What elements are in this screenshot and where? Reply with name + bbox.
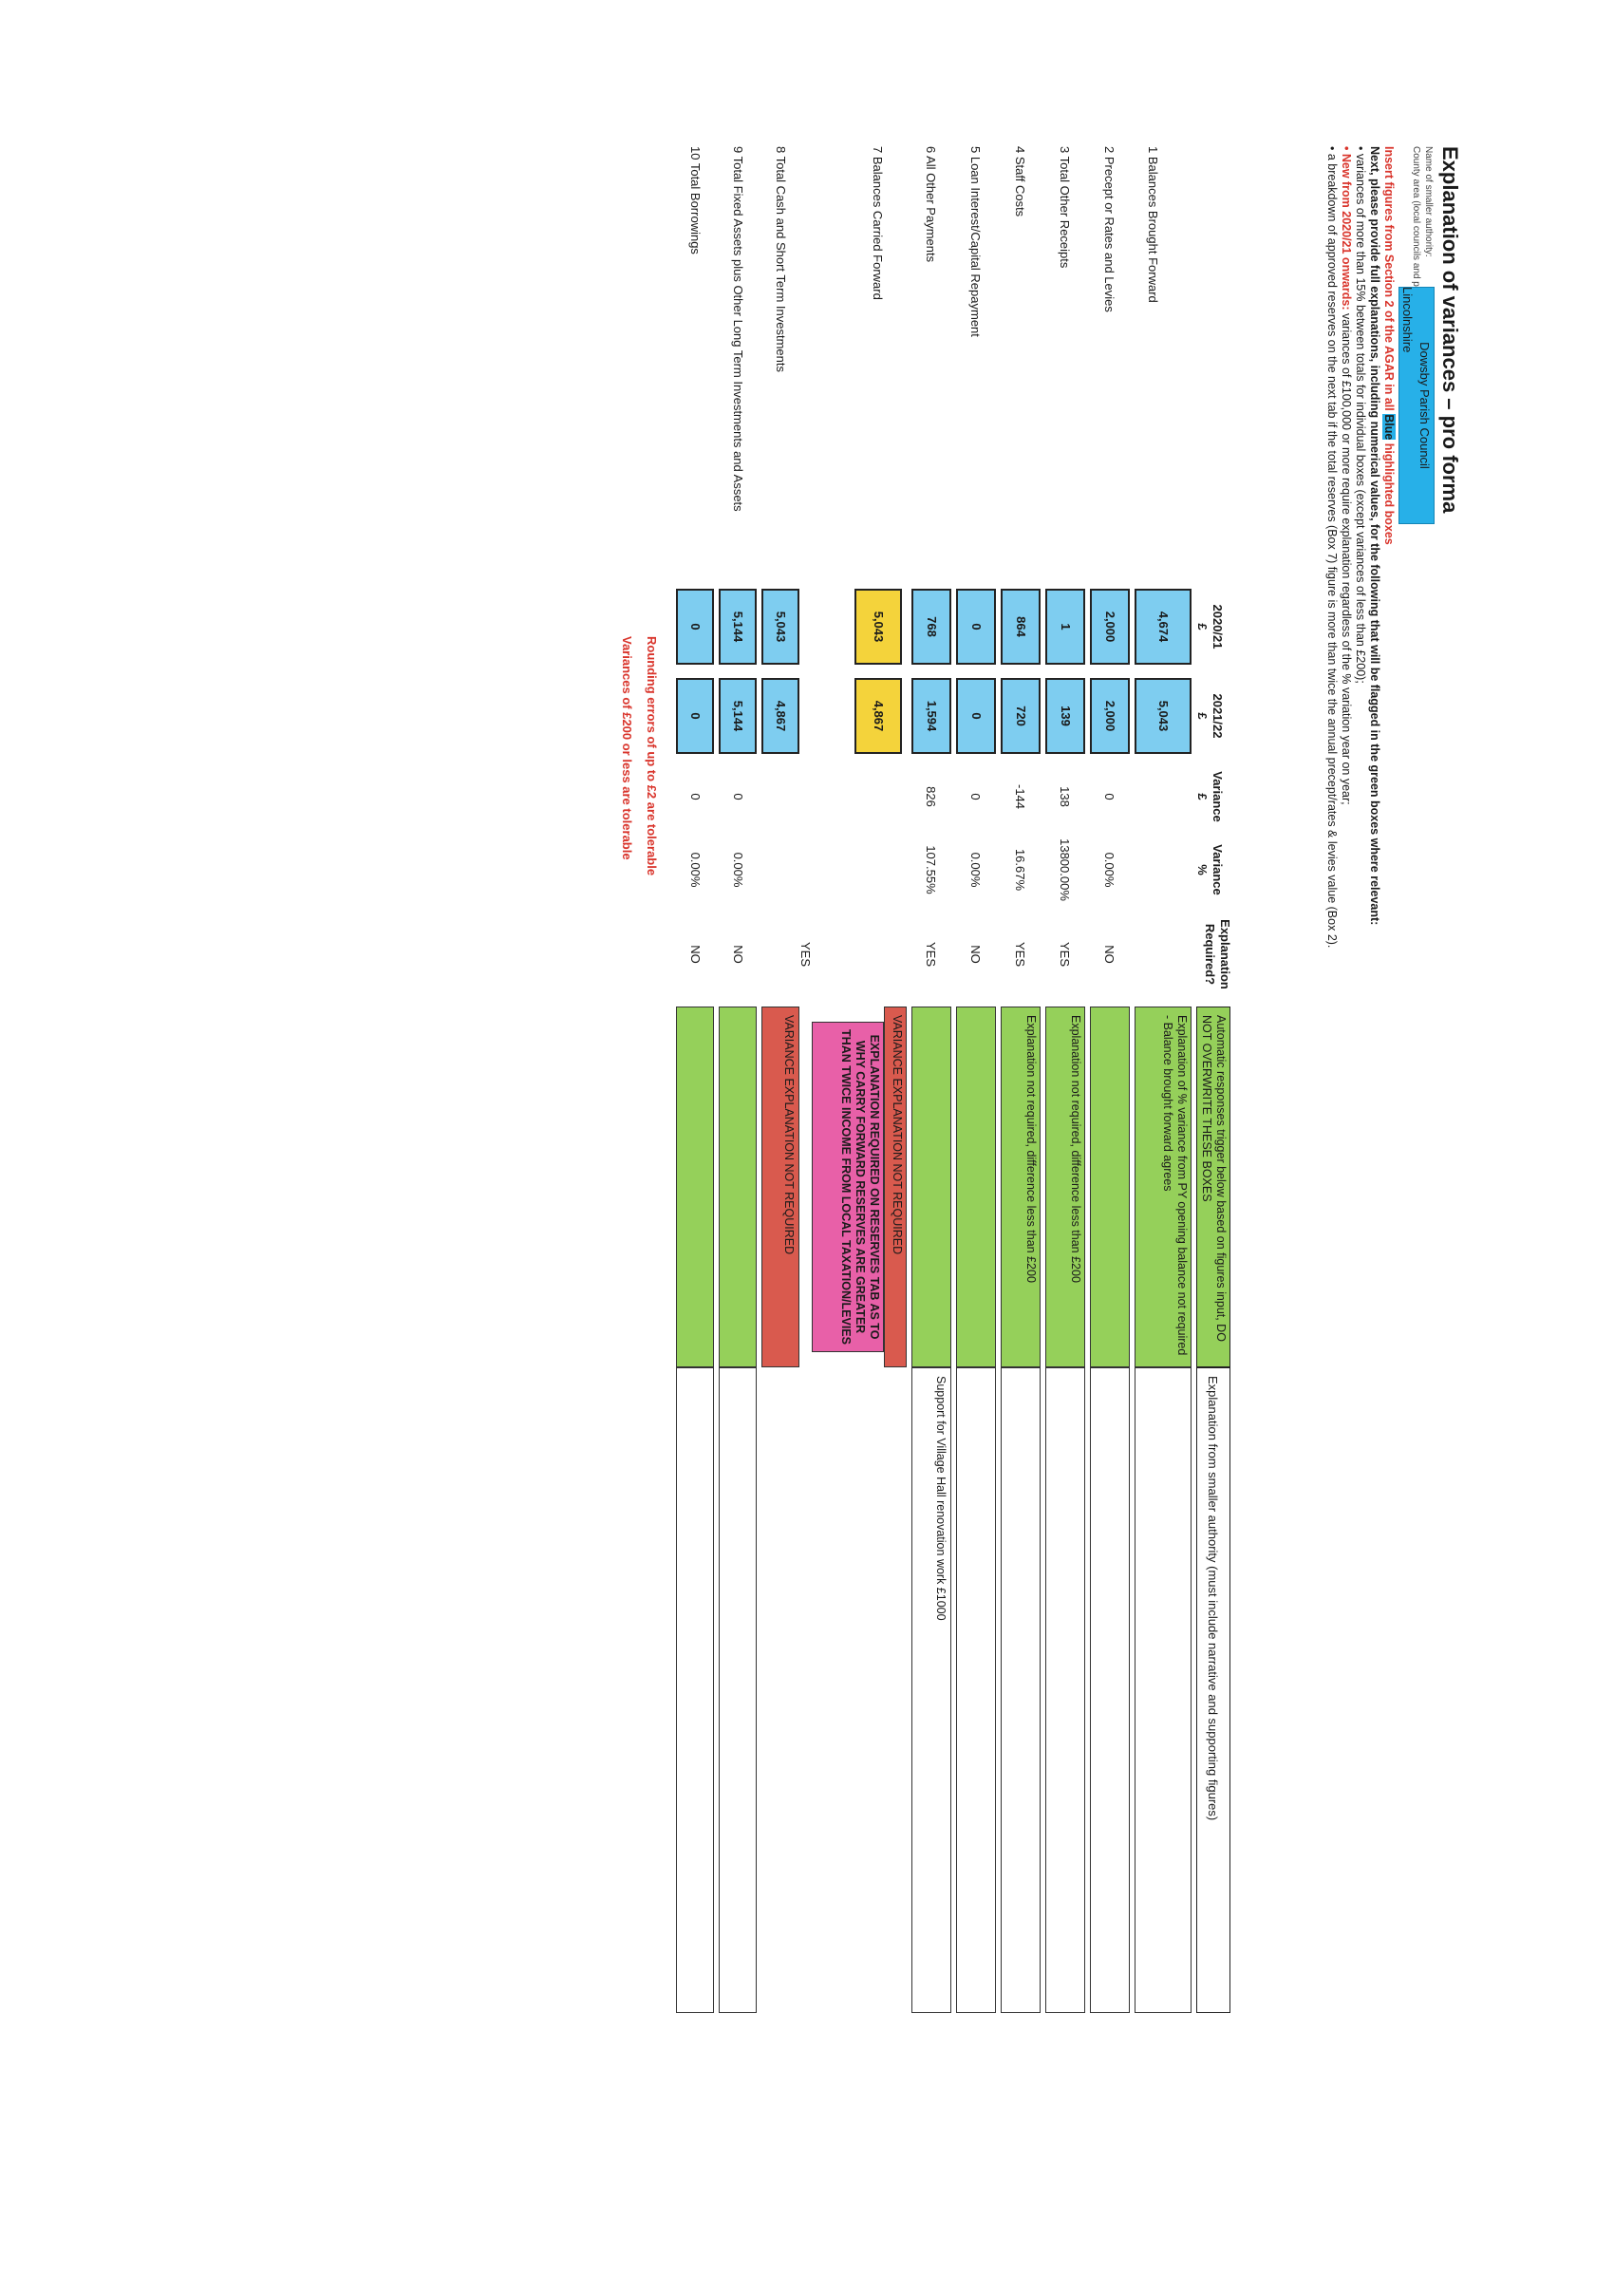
input-2021-22-row10[interactable]: 0: [676, 678, 714, 754]
instr-line1-prefix: Insert figures from Section 2 of the AGA…: [1382, 146, 1396, 415]
input-2021-22-row5[interactable]: 0: [956, 678, 996, 754]
variance-gbp-row3: 138: [1058, 786, 1072, 807]
header-automatic-responses: Automatic responses trigger below based …: [1196, 1007, 1230, 1367]
instr-bullet3: • a breakdown of approved reserves on th…: [1325, 146, 1339, 949]
auto-response-row3: Explanation not required, difference les…: [1045, 1007, 1085, 1367]
footer-variance-note: Variances of £200 or less are tolerable: [620, 636, 634, 860]
instr-line1-blue: Blue: [1382, 414, 1396, 441]
variance-pct-row5: 0.00%: [968, 852, 983, 888]
row-label-3: 3 Total Other Receipts: [1058, 146, 1072, 269]
instr-bullet2-rest: variances of £100,000 or more require ex…: [1340, 310, 1353, 805]
input-2020-21-row3[interactable]: 1: [1045, 589, 1085, 665]
explanation-field-row6[interactable]: Support for Village Hall renovation work…: [911, 1367, 951, 2013]
input-2020-21-row6[interactable]: 768: [911, 589, 951, 665]
value-2021-22-row7: 4,867: [854, 678, 902, 754]
header-2021-22: 2021/22£: [1195, 693, 1225, 739]
input-2020-21-row1[interactable]: 4,674: [1135, 589, 1192, 665]
variance-gbp-row4: -144: [1013, 783, 1027, 810]
explanation-required-row4: YES: [1013, 941, 1027, 967]
explanation-field-row3[interactable]: [1045, 1367, 1085, 2013]
auto-response-row5: [956, 1007, 996, 1367]
name-label: Name of smaller authority:: [1423, 146, 1434, 257]
header-variance-gbp: Variance£: [1195, 771, 1225, 822]
variance-gbp-row9: 0: [731, 793, 745, 800]
explanation-field-row5[interactable]: [956, 1367, 996, 2013]
input-2021-22-row6[interactable]: 1,594: [911, 678, 951, 754]
explanation-required-row6: YES: [924, 941, 938, 967]
explanation-required-row5: NO: [968, 945, 983, 964]
variance-gbp-row5: 0: [968, 793, 983, 800]
explanation-required-row2: NO: [1102, 945, 1117, 964]
row-label-4: 4 Staff Costs: [1013, 146, 1027, 217]
input-2020-21-row2[interactable]: 2,000: [1090, 589, 1130, 665]
input-2021-22-row9[interactable]: 5,144: [719, 678, 757, 754]
header-variance-pct: Variance%: [1195, 844, 1225, 895]
input-2021-22-row1[interactable]: 5,043: [1135, 678, 1192, 754]
explanation-required-row10: NO: [688, 945, 703, 964]
instr-line1-suffix: highlighted boxes: [1382, 440, 1396, 545]
page-title: Explanation of variances – pro forma: [1438, 146, 1462, 514]
instr-line2: Next, please provide full explanations, …: [1368, 146, 1381, 926]
input-2021-22-row3[interactable]: 139: [1045, 678, 1085, 754]
value-2020-21-row7: 5,043: [854, 589, 902, 665]
row-label-10: 10 Total Borrowings: [688, 146, 703, 254]
variance-pct-row4: 16.67%: [1013, 848, 1027, 892]
input-2020-21-row8[interactable]: 5,043: [761, 589, 799, 665]
explanation-field-row2[interactable]: [1090, 1367, 1130, 2013]
row-label-6: 6 All Other Payments: [924, 146, 938, 263]
county-value: Lincolnshire: [1400, 287, 1415, 353]
explanation-field-row4[interactable]: [1001, 1367, 1041, 2013]
form-sheet: Explanation of variances – pro forma Nam…: [0, 76, 1481, 2296]
auto-response-row2: [1090, 1007, 1130, 1367]
row-label-8: 8 Total Cash and Short Term Investments: [774, 146, 788, 372]
input-2020-21-row4[interactable]: 864: [1001, 589, 1041, 665]
input-2021-22-row8[interactable]: 4,867: [761, 678, 799, 754]
auto-response-row1: Explanation of % variance from PY openin…: [1135, 1007, 1192, 1367]
explanation-field-row9[interactable]: [719, 1367, 757, 2013]
instr-bullet2-red: • New from 2020/21 onwards:: [1340, 146, 1353, 311]
explanation-field-row1[interactable]: [1135, 1367, 1192, 2013]
variance-gbp-row6: 826: [924, 786, 938, 807]
auto-response-row8: VARIANCE EXPLANATION NOT REQUIRED: [761, 1007, 799, 1367]
variance-pct-row6: 107.55%: [924, 845, 938, 894]
instructions: Insert figures from Section 2 of the AGA…: [1324, 146, 1396, 1381]
explanation-required-row9: NO: [731, 945, 745, 964]
input-2021-22-row4[interactable]: 720: [1001, 678, 1041, 754]
variance-pct-row3: 13800.00%: [1058, 838, 1072, 901]
variance-gbp-row2: 0: [1102, 793, 1117, 800]
explanation-required-row3: YES: [1058, 941, 1072, 967]
row-label-2: 2 Precept or Rates and Levies: [1102, 146, 1117, 312]
input-2020-21-row10[interactable]: 0: [676, 589, 714, 665]
header-2020-21: 2020/21£: [1195, 604, 1225, 649]
footer-rounding-note: Rounding errors of up to £2 are tolerabl…: [645, 636, 659, 876]
variance-pct-row10: 0.00%: [688, 852, 703, 888]
authority-name-value: Dowsby Parish Council: [1417, 342, 1432, 469]
auto-response-row4: Explanation not required, difference les…: [1001, 1007, 1041, 1367]
auto-response-row9: [719, 1007, 757, 1367]
auto-response-row7-variance: VARIANCE EXPLANATION NOT REQUIRED: [884, 1007, 907, 1367]
auto-response-row10: [676, 1007, 714, 1367]
input-2021-22-row2[interactable]: 2,000: [1090, 678, 1130, 754]
row-label-7: 7 Balances Carried Forward: [871, 146, 885, 300]
input-2020-21-row9[interactable]: 5,144: [719, 589, 757, 665]
variance-pct-row9: 0.00%: [731, 852, 745, 888]
variance-pct-row2: 0.00%: [1102, 852, 1117, 888]
row-label-1: 1 Balances Brought Forward: [1146, 146, 1160, 303]
explanation-required-row7: YES: [798, 941, 813, 967]
variance-gbp-row10: 0: [688, 793, 703, 800]
header-explanation-from-authority: Explanation from smaller authority (must…: [1196, 1367, 1230, 2013]
auto-response-row7-reserves: EXPLANATION REQUIRED ON RESERVES TAB AS …: [812, 1022, 884, 1352]
explanation-field-row10[interactable]: [676, 1367, 714, 2013]
input-2020-21-row5[interactable]: 0: [956, 589, 996, 665]
row-label-5: 5 Loan Interest/Capital Repayment: [968, 146, 983, 337]
auto-response-row6: [911, 1007, 951, 1367]
row-label-9: 9 Total Fixed Assets plus Other Long Ter…: [731, 146, 745, 512]
instr-bullet1: • variances of more than 15% between tot…: [1354, 146, 1367, 684]
